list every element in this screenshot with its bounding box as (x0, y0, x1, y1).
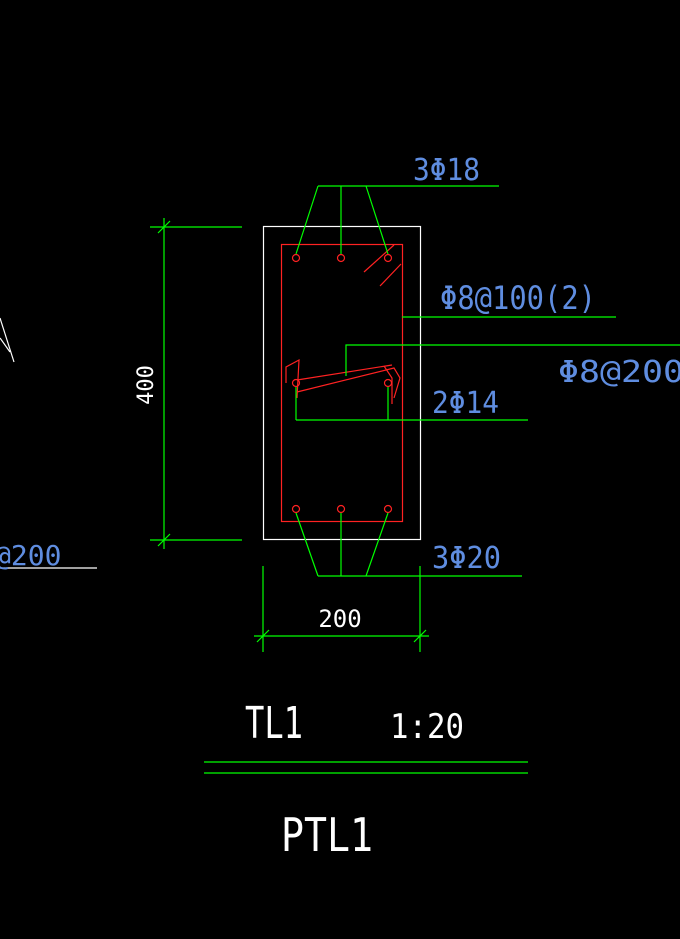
height-tick-bottom (157, 533, 171, 547)
bottom-bar-middle (336, 504, 346, 514)
title-block: TL1 1:20 PTL1 (204, 698, 528, 862)
top-leader-left (295, 185, 319, 255)
side-rebar-label: 2Φ14 (432, 386, 499, 421)
top-rebar-leader: 3Φ18 (295, 153, 499, 255)
height-tick-top (157, 220, 171, 234)
stirrup-label: Φ8@100(2) (440, 279, 596, 317)
side-rebar-leader: 2Φ14 (295, 386, 528, 421)
left-partial-label: @200 (0, 539, 61, 572)
bottom-rebar-label: 3Φ20 (432, 541, 501, 576)
tie-bar-leader: Φ8@200 (345, 344, 680, 390)
tie-bar-label: Φ8@200 (558, 355, 680, 390)
bottom-leader-right (365, 512, 389, 577)
stirrup (280, 243, 404, 523)
tie-bar-right-hook (383, 365, 393, 404)
width-tick-left (256, 629, 270, 643)
tie-bar-upper (296, 364, 393, 381)
top-leader-right (365, 185, 389, 255)
tie-leader-line (345, 344, 680, 376)
beam-section-outline (262, 225, 422, 541)
stirrup-outline (280, 243, 404, 523)
side-bar-right (383, 378, 393, 388)
drawing-subtitle: PTL1 (281, 808, 373, 862)
rebar-bars (291, 253, 393, 514)
partial-line-2 (0, 337, 11, 353)
partial-line-1 (0, 317, 15, 363)
tie-bar (285, 358, 401, 404)
width-tick-right (413, 629, 427, 643)
side-bar-left (291, 378, 301, 388)
tie-bar-body (296, 367, 401, 399)
top-bar-left (291, 253, 301, 263)
bottom-rebar-leader: 3Φ20 (295, 512, 522, 577)
width-dim-label: 200 (318, 605, 361, 633)
width-dimension: 200 (254, 566, 429, 652)
bottom-bar-right (383, 504, 393, 514)
stirrup-leader: Φ8@100(2) (402, 279, 616, 318)
left-partial-fragment: @200 (0, 317, 97, 572)
top-bar-right (383, 253, 393, 263)
bottom-leader-left (295, 512, 319, 577)
drawing-title: TL1 (245, 698, 303, 749)
stirrup-hook-1 (363, 244, 395, 273)
bottom-bar-left (291, 504, 301, 514)
tie-bar-left-hook (285, 358, 300, 399)
drawing-scale: 1:20 (390, 707, 464, 747)
top-bar-middle (336, 253, 346, 263)
top-rebar-label: 3Φ18 (413, 153, 480, 188)
height-dimension: 400 (134, 218, 242, 549)
stirrup-hook-2 (379, 263, 402, 287)
height-dim-label: 400 (134, 365, 159, 405)
